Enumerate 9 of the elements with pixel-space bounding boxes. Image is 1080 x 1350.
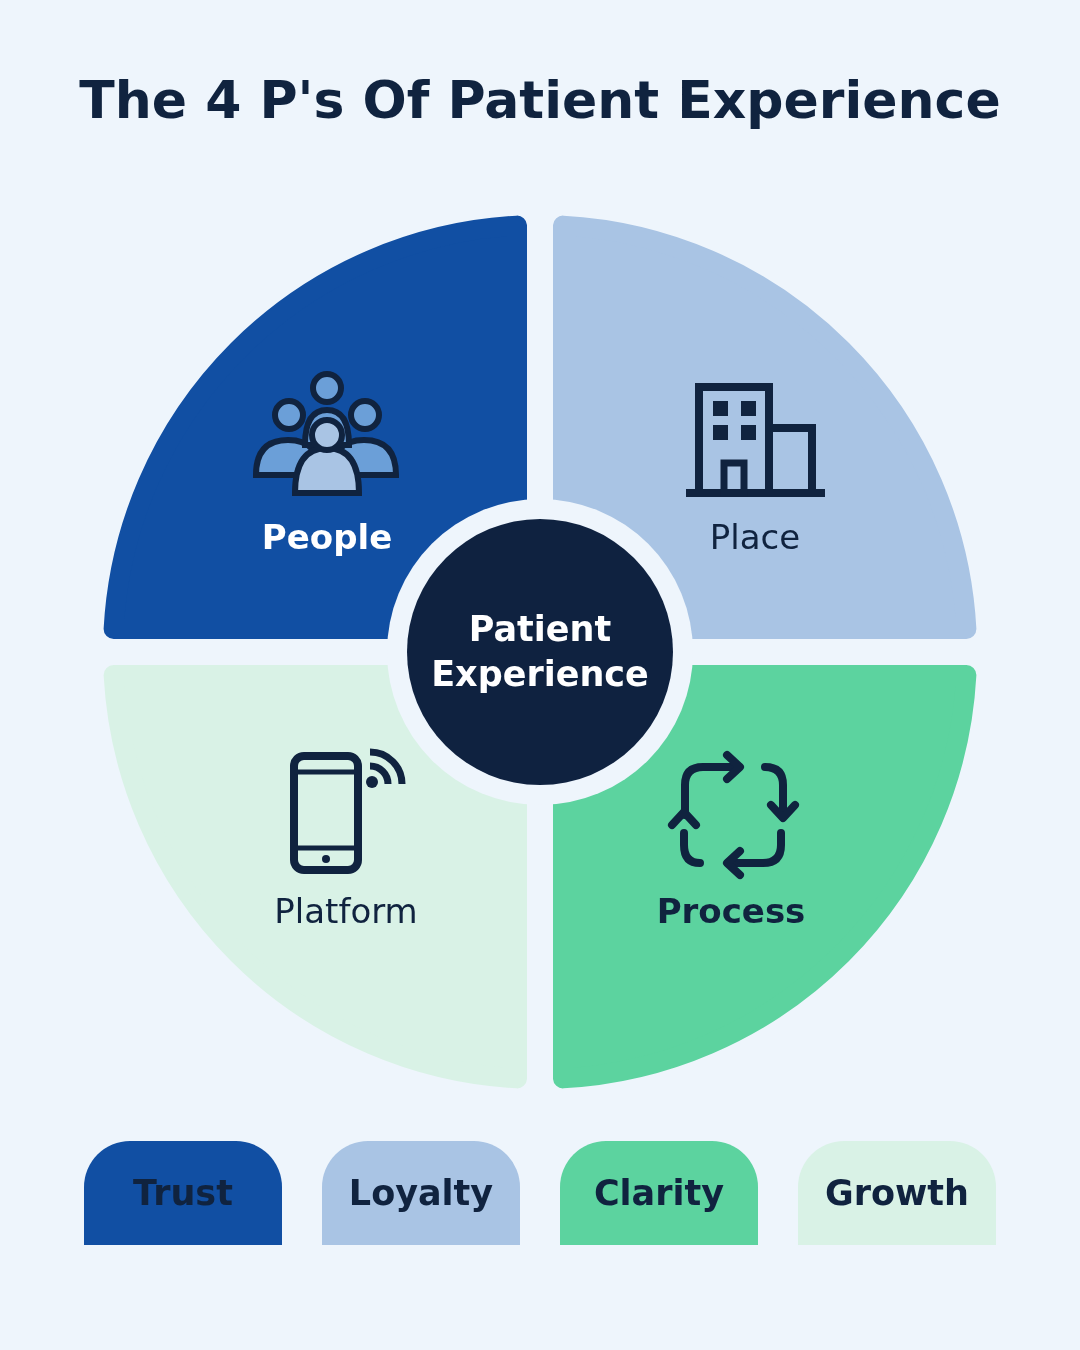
pill-tab: Growth — [798, 1141, 996, 1245]
quadrant-label: Place — [708, 516, 802, 559]
title: The 4 P's Of Patient Experience — [78, 70, 1002, 130]
pill-tab: Clarity — [560, 1141, 758, 1245]
quadrant-label: Platform — [273, 890, 419, 933]
quadrant-label: People — [260, 516, 394, 559]
quadrant-label: Process — [655, 890, 807, 933]
pill-tab: Loyalty — [322, 1141, 520, 1245]
pill-tab: Trust — [84, 1141, 282, 1245]
